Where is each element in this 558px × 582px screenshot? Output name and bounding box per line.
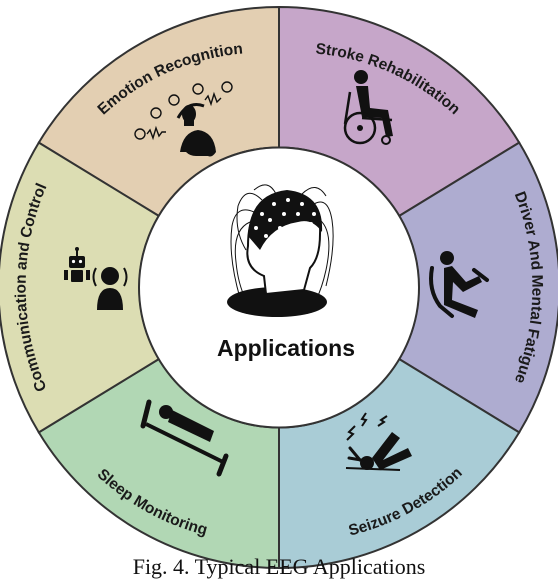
driver-icon	[429, 251, 489, 318]
eeg-cap-head-icon	[227, 184, 334, 317]
center-title: Applications	[217, 335, 355, 361]
seizure-icon	[345, 412, 412, 471]
wheelchair-icon	[343, 70, 393, 145]
figure-caption: Fig. 4. Typical EEG Applications	[132, 554, 426, 579]
emotion-recognition-icon	[134, 81, 233, 157]
robot-communication-icon	[64, 247, 128, 310]
bed-icon	[140, 399, 229, 477]
